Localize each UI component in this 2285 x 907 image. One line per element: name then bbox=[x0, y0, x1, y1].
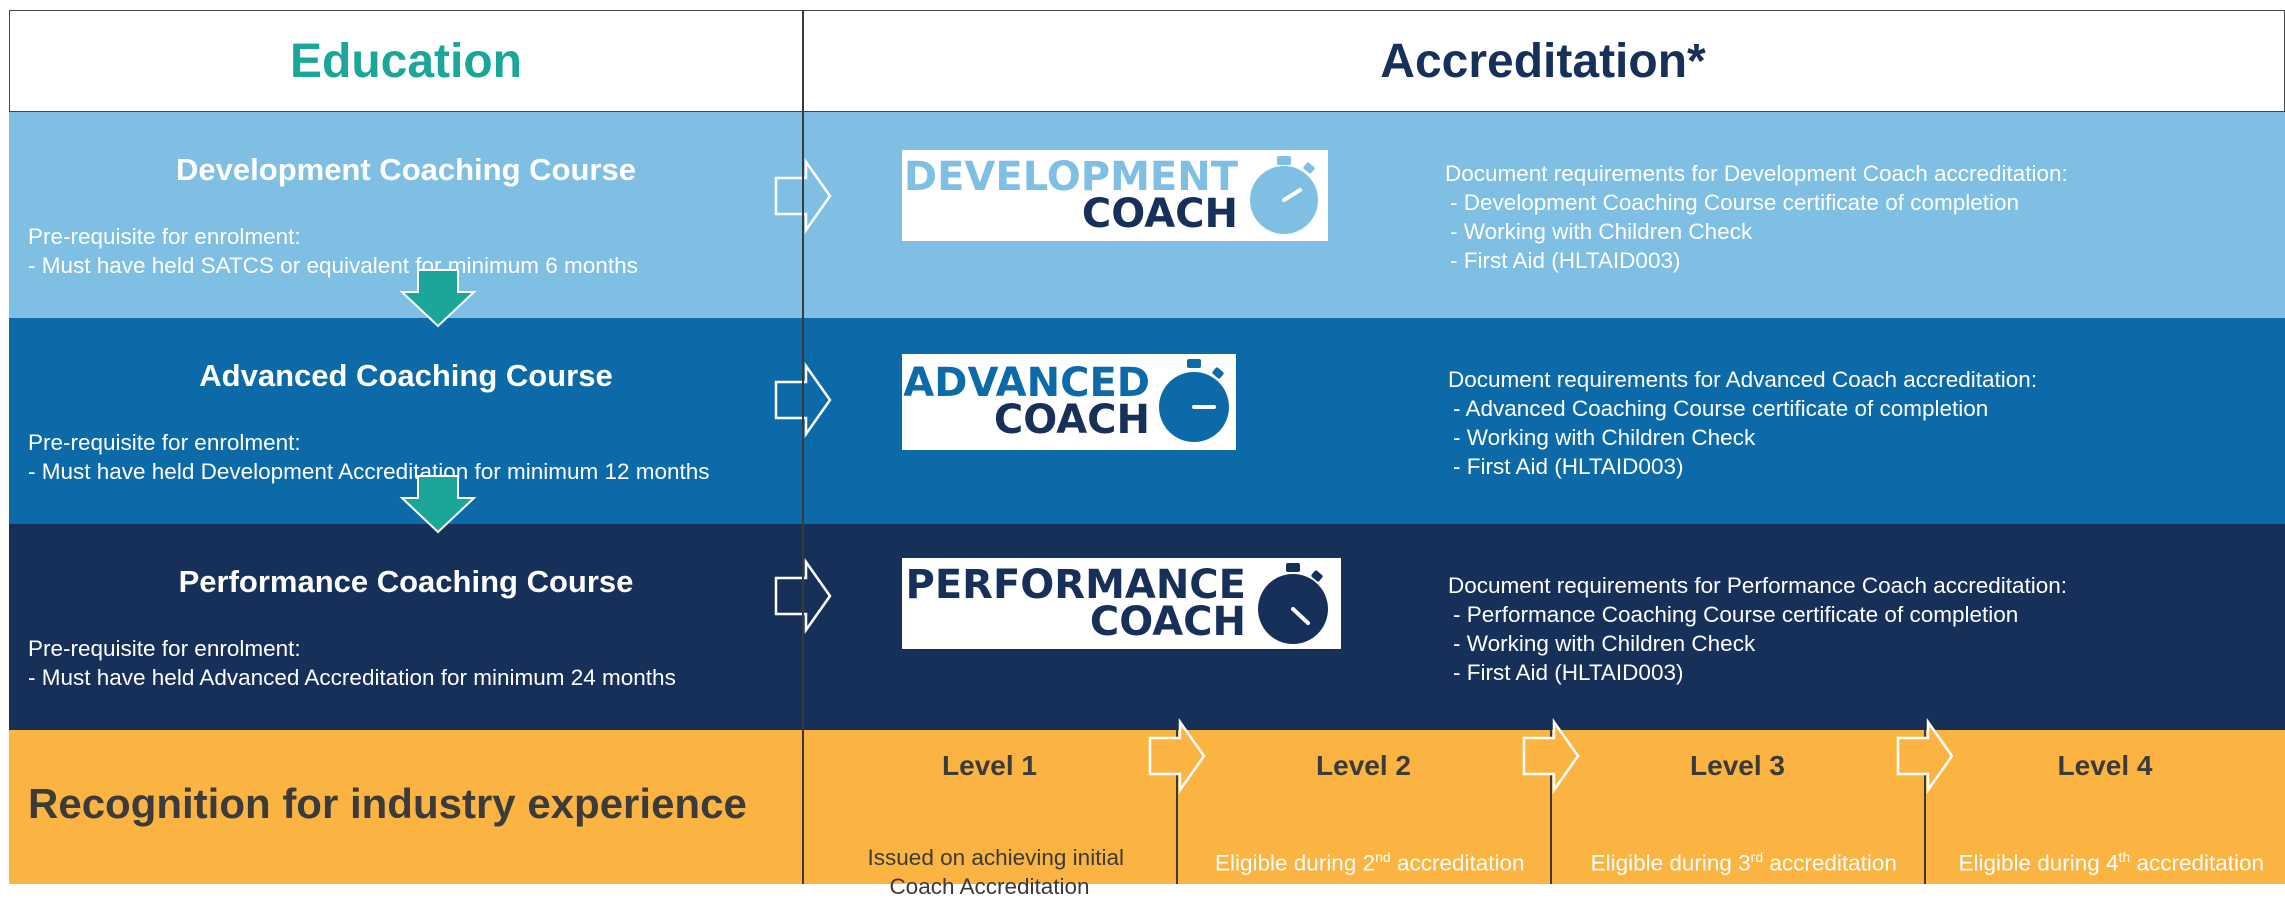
logo-line2: COACH bbox=[1081, 190, 1238, 237]
level-2-title: Level 2 bbox=[1316, 750, 1411, 781]
column-divider bbox=[802, 10, 804, 884]
level-3-title: Level 3 bbox=[1690, 750, 1785, 781]
stopwatch-icon bbox=[1258, 562, 1328, 644]
prereq-detail-advanced: - Must have held Development Accreditati… bbox=[28, 459, 710, 484]
right-arrow-icon bbox=[1896, 718, 1954, 794]
development-coach-logo: DEVELOPMENT COACH bbox=[902, 150, 1328, 241]
right-arrow-icon bbox=[774, 362, 832, 438]
level-4-title: Level 4 bbox=[2057, 750, 2153, 781]
performance-coach-logo: PERFORMANCE COACH bbox=[902, 558, 1341, 649]
logo-line1: DEVELOPMENT bbox=[903, 153, 1238, 200]
right-arrow-icon bbox=[774, 558, 832, 634]
course-title-advanced: Advanced Coaching Course bbox=[199, 358, 613, 393]
prereq-heading-development: Pre-requisite for enrolment: bbox=[28, 224, 301, 249]
logo-line2: COACH bbox=[1089, 598, 1246, 645]
requirement-item: - Performance Coaching Course certificat… bbox=[1453, 602, 2019, 627]
requirement-item: - Working with Children Check bbox=[1450, 219, 1753, 244]
requirement-item: - First Aid (HLTAID003) bbox=[1453, 660, 1684, 685]
logo-line1: ADVANCED bbox=[903, 360, 1150, 407]
course-title-performance: Performance Coaching Course bbox=[178, 564, 634, 599]
requirement-item: - Development Coaching Course certificat… bbox=[1450, 190, 2020, 215]
course-title-development: Development Coaching Course bbox=[176, 152, 636, 187]
level-divider bbox=[1176, 730, 1178, 884]
stopwatch-icon bbox=[1159, 359, 1229, 442]
requirements-heading-development: Document requirements for Development Co… bbox=[1445, 161, 2068, 186]
prereq-detail-development: - Must have held SATCS or equivalent for… bbox=[28, 253, 638, 278]
prereq-heading-performance: Pre-requisite for enrolment: bbox=[28, 636, 301, 661]
right-arrow-icon bbox=[1148, 718, 1206, 794]
right-arrow-icon bbox=[1522, 718, 1580, 794]
requirement-item: - Working with Children Check bbox=[1453, 425, 1756, 450]
logo-line1: PERFORMANCE bbox=[905, 561, 1247, 608]
prereq-detail-performance: - Must have held Advanced Accreditation … bbox=[28, 665, 676, 690]
down-arrow-icon bbox=[399, 475, 477, 534]
prereq-heading-advanced: Pre-requisite for enrolment: bbox=[28, 430, 301, 455]
level-1-title: Level 1 bbox=[942, 750, 1037, 781]
level-divider bbox=[1550, 730, 1552, 884]
advanced-coach-logo: ADVANCED COACH bbox=[902, 354, 1236, 450]
logo-line2: COACH bbox=[993, 397, 1150, 443]
requirements-heading-performance: Document requirements for Performance Co… bbox=[1448, 573, 2068, 598]
stopwatch-icon bbox=[1250, 155, 1318, 234]
requirement-item: - Working with Children Check bbox=[1453, 631, 1756, 656]
down-arrow-icon bbox=[399, 269, 477, 328]
right-arrow-icon bbox=[774, 158, 832, 234]
requirements-heading-advanced: Document requirements for Advanced Coach… bbox=[1448, 367, 2038, 392]
level-divider bbox=[1924, 730, 1926, 884]
accreditation-header: Accreditation* bbox=[802, 10, 2285, 112]
recognition-title: Recognition for industry experience bbox=[28, 780, 747, 827]
requirement-item: - Advanced Coaching Course certificate o… bbox=[1453, 396, 1989, 421]
requirement-item: - First Aid (HLTAID003) bbox=[1450, 248, 1681, 273]
education-header: Education bbox=[9, 10, 803, 112]
requirement-item: - First Aid (HLTAID003) bbox=[1453, 454, 1684, 479]
